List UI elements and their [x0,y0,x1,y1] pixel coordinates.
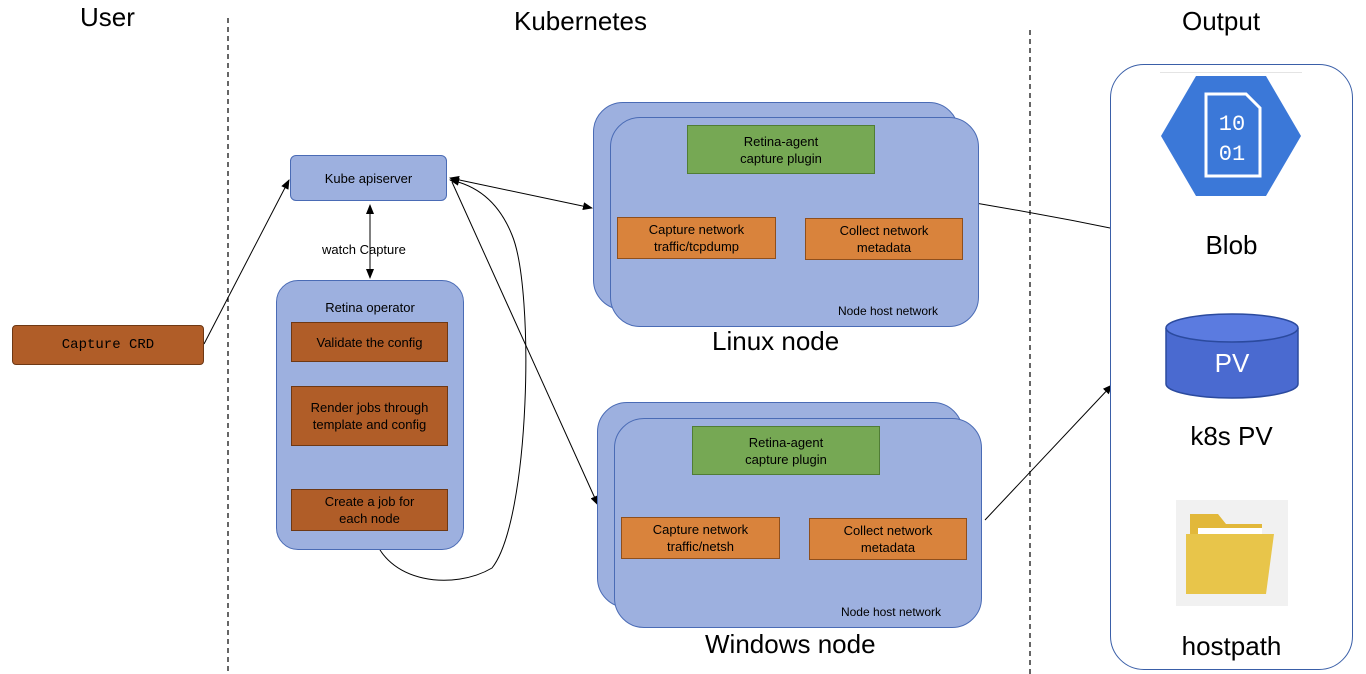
linux-host-network-label: Node host network [837,304,938,318]
windows-capture-box: Capture network traffic/netsh [621,517,780,559]
kube-apiserver-box: Kube apiserver [290,155,447,201]
linux-capture-box: Capture network traffic/tcpdump [617,217,776,259]
user-column-title: User [80,2,135,32]
apiserver-windows-arrow [451,181,599,506]
blob-icon-text-top: 10 [1219,112,1245,137]
operator-step-validate: Validate the config [291,322,448,362]
linux-agent-box: Retina-agent capture plugin [687,125,875,174]
windows-node-caption: Windows node [705,629,876,659]
k8s-pv-label: k8s PV [1190,421,1273,451]
retina-operator-title: Retina operator [325,300,415,315]
pv-cylinder-icon: PV [1165,313,1299,399]
blob-storage-icon: 10 01 [1160,72,1302,196]
operator-step-create-job: Create a job for each node [291,489,448,531]
windows-collect-box: Collect network metadata [809,518,967,560]
pv-icon-text: PV [1215,348,1250,378]
folder-icon [1176,500,1288,606]
hostpath-label: hostpath [1181,631,1282,661]
blob-label: Blob [1205,230,1258,260]
output-column-title: Output [1182,6,1261,36]
crd-to-apiserver-arrow [203,179,290,345]
operator-step-render: Render jobs through template and config [291,386,448,446]
apiserver-linux-arrow [449,175,593,211]
windows-host-network-label: Node host network [840,605,941,619]
watch-capture-label: watch Capture [322,242,406,257]
linux-collect-box: Collect network metadata [805,218,963,260]
kubernetes-column-title: Kubernetes [514,6,647,36]
blob-icon-text-bottom: 01 [1219,142,1245,167]
linux-node-caption: Linux node [712,326,840,356]
capture-crd-box: Capture CRD [12,325,204,365]
windows-agent-box: Retina-agent capture plugin [692,426,880,475]
windows-to-output-arrow [984,384,1113,521]
